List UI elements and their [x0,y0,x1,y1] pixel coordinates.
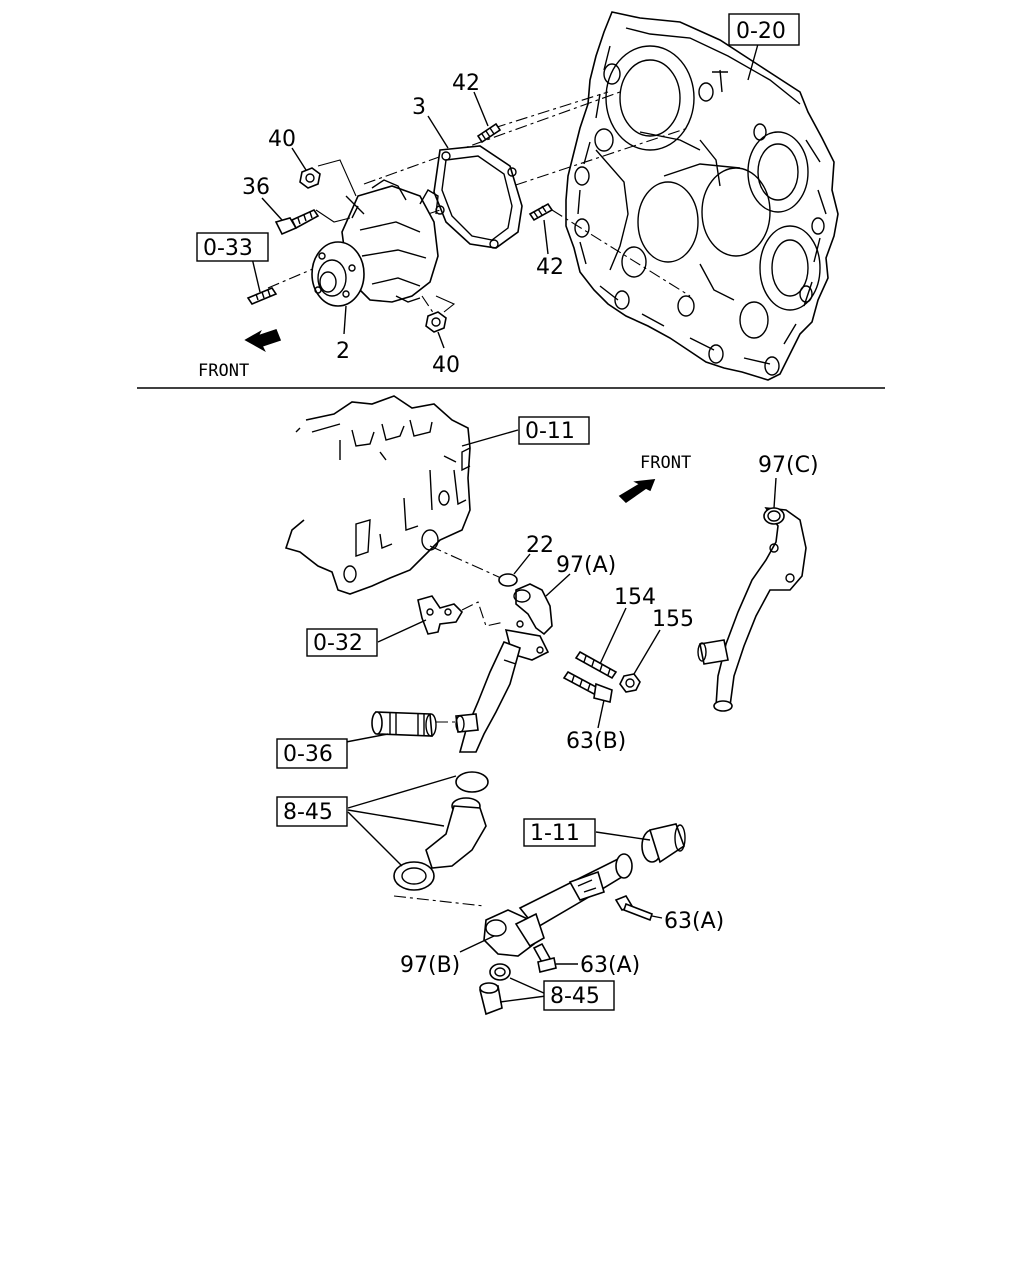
leader-36 [261,197,283,221]
ref-box-0-33 [196,232,269,262]
label-97b: 97(B) [400,953,460,978]
leader-155 [633,629,661,675]
ref-label-8-45-upper: 8-45 [283,800,333,825]
leader-42-upper [473,91,489,127]
label-40-lower: 40 [432,353,460,378]
gasket [433,145,523,249]
front-label-lower: FRONT [640,453,691,473]
ref-box-0-36 [276,738,348,769]
bolt-leader-to-pump [315,209,351,223]
leader-97b [459,935,495,953]
label-63b: 63(B) [566,729,626,754]
bolt-63b [562,670,613,703]
label-3: 3 [412,95,426,120]
label-63a-lower: 63(A) [580,953,640,978]
leader-154 [599,607,627,665]
bolt-36 [274,208,320,236]
stud-upper [476,122,502,144]
hose-upper [393,771,489,891]
ref-box-8-45-upper [276,796,348,827]
ref-label-8-45-lower: 8-45 [550,984,600,1009]
lower-view: 0-11 22 0-32 97(A) [276,395,819,1016]
label-22: 22 [526,533,554,558]
label-63a-upper: 63(A) [664,909,724,934]
bolt-63a-lower [532,942,557,973]
leader-1-11 [595,831,651,841]
label-97c: 97(C) [758,453,819,478]
ref-box-0-20 [728,13,800,46]
leader-0-33 [251,257,261,293]
alignment-line-hose-elbow [393,895,485,907]
ref-box-0-11 [518,416,590,445]
ref-label-0-32: 0-32 [313,631,363,656]
leader-97c [773,477,777,509]
sleeve [371,711,437,737]
label-36: 36 [242,175,270,200]
leader-63b [597,699,605,729]
alignment-line-stud-lower [551,209,691,297]
bracket [417,595,464,635]
ref-label-0-11: 0-11 [525,419,575,444]
ref-box-0-32 [306,628,378,657]
leader-8-45-a [347,775,457,809]
leader-8-45-e [499,995,547,1003]
leader-97a [545,573,571,597]
leader-3 [427,115,449,149]
label-42-upper: 42 [452,71,480,96]
ref-label-1-11: 1-11 [530,821,580,846]
leader-22 [513,553,531,575]
leader-63a-upper [651,915,663,919]
front-label-upper: FRONT [198,361,249,381]
front-arrow-upper [244,329,282,352]
ref-box-1-11 [523,818,596,847]
hose-lower [479,963,511,1016]
ref-label-0-36: 0-36 [283,742,333,767]
alignment-line-o-ring [429,545,511,583]
nut-upper-leader-to-pump [317,159,357,197]
leader-8-45-b [347,809,445,827]
leader-40-lower [437,331,445,349]
leader-8-45-d [509,977,547,995]
leader-0-32 [377,619,427,643]
label-97a: 97(A) [556,553,616,578]
stud-154 [574,650,618,680]
water-pipe-c [697,507,807,712]
gear-case-housing [565,11,839,381]
nut-155 [619,673,641,693]
nut-lower-leader [435,295,456,313]
leader-8-45-c [347,811,403,867]
stud-lower [528,202,554,222]
water-pump [311,179,439,307]
bolt-63a-upper [614,895,654,922]
leader-40-upper [291,147,307,171]
water-pipe-1-11 [641,823,686,864]
label-2: 2 [336,339,350,364]
upper-view: FRONT 42 3 40 36 2 40 42 0-20 0-33 [196,11,839,381]
label-42-lower: 42 [536,255,564,280]
pipe-fitting [455,713,479,733]
leader-0-36 [345,733,389,743]
o-ring [498,573,518,587]
label-154: 154 [614,585,656,610]
label-40-upper: 40 [268,127,296,152]
front-arrow-lower [618,479,656,504]
alignment-line-bracket [461,601,505,627]
ref-label-0-20: 0-20 [736,19,786,44]
stud-left [246,287,278,305]
leader-2 [343,305,347,335]
label-155: 155 [652,607,694,632]
leader-0-11 [461,429,519,447]
leader-42-lower [543,219,549,255]
ref-box-8-45-lower [543,980,615,1011]
water-pipe-b [483,853,633,957]
leader-0-20 [747,43,759,81]
ref-label-0-33: 0-33 [203,236,253,261]
alignment-line-stud-upper [493,91,609,129]
nut-lower [425,311,447,333]
nut-upper [299,167,321,189]
cylinder-block [284,395,471,595]
